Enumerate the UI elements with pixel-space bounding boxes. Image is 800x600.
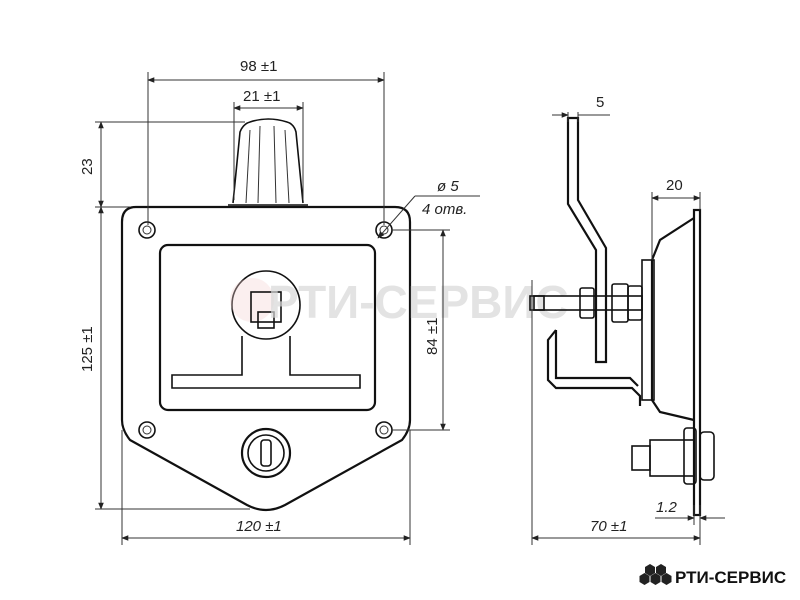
side-view [529,116,715,517]
side-lock-stub [631,445,651,471]
side-nut-2 [611,283,629,323]
dim-holes-vertical: 84 ±1 [424,318,441,355]
knob-rib-2 [257,125,261,204]
side-housing-flange [641,259,655,401]
handle-hub-highlight [230,278,274,322]
hexagon-logo-icon [639,564,672,585]
side-shaft-end [533,295,545,311]
front-recess [158,243,377,412]
mounting-hole-tl [138,221,156,239]
dim-body-depth: 20 [666,177,683,194]
dim-front-width-top: 98 ±1 [240,58,277,75]
side-bracket [566,116,608,364]
side-lock-nut [683,427,697,485]
watermark-text: РТИ-СЕРВИС [268,276,569,328]
handle-stem [171,336,361,389]
handle-square [250,291,282,323]
keyhole [260,439,272,467]
handle-slot [257,311,275,329]
knob [232,118,304,204]
dim-front-height: 125 ±1 [79,326,96,372]
mounting-hole-bl [138,421,156,439]
handle-hub [231,270,301,340]
front-dimensions: 98 ±1 21 ±1 23 125 ±1 84 ±1 ø 5 4 отв. 1… [79,58,480,545]
side-housing [650,217,695,422]
dim-knob-height: 23 [79,158,96,175]
side-dimensions: 5 20 1.2 70 ±1 [531,94,725,545]
lock-inner [247,434,285,472]
side-lock-cap [699,431,715,481]
side-nut-1 [579,287,595,319]
dim-knob-width: 21 ±1 [243,88,280,105]
knob-rib-4 [284,129,290,204]
side-plate [692,208,702,517]
knob-rib-1 [245,129,251,204]
front-view [120,118,412,512]
mounting-hole-br [375,421,393,439]
brand-logo: РТИ-СЕРВИС [639,564,786,587]
dim-holes-diameter: ø 5 [437,178,459,195]
side-nut-3 [627,285,643,321]
side-lock-body [649,439,695,477]
brand-name: РТИ-СЕРВИС [675,568,786,587]
side-lower-arm [546,329,642,406]
dim-bracket-thickness: 5 [596,94,604,111]
dim-front-width-bottom: 120 ±1 [236,518,282,535]
dim-holes-count: 4 отв. [422,201,467,218]
knob-rib-3 [273,125,277,204]
lock-outer [240,427,292,479]
front-plate-outline [120,205,412,512]
dim-plate-thickness: 1.2 [656,499,678,516]
dim-side-depth: 70 ±1 [590,518,627,535]
